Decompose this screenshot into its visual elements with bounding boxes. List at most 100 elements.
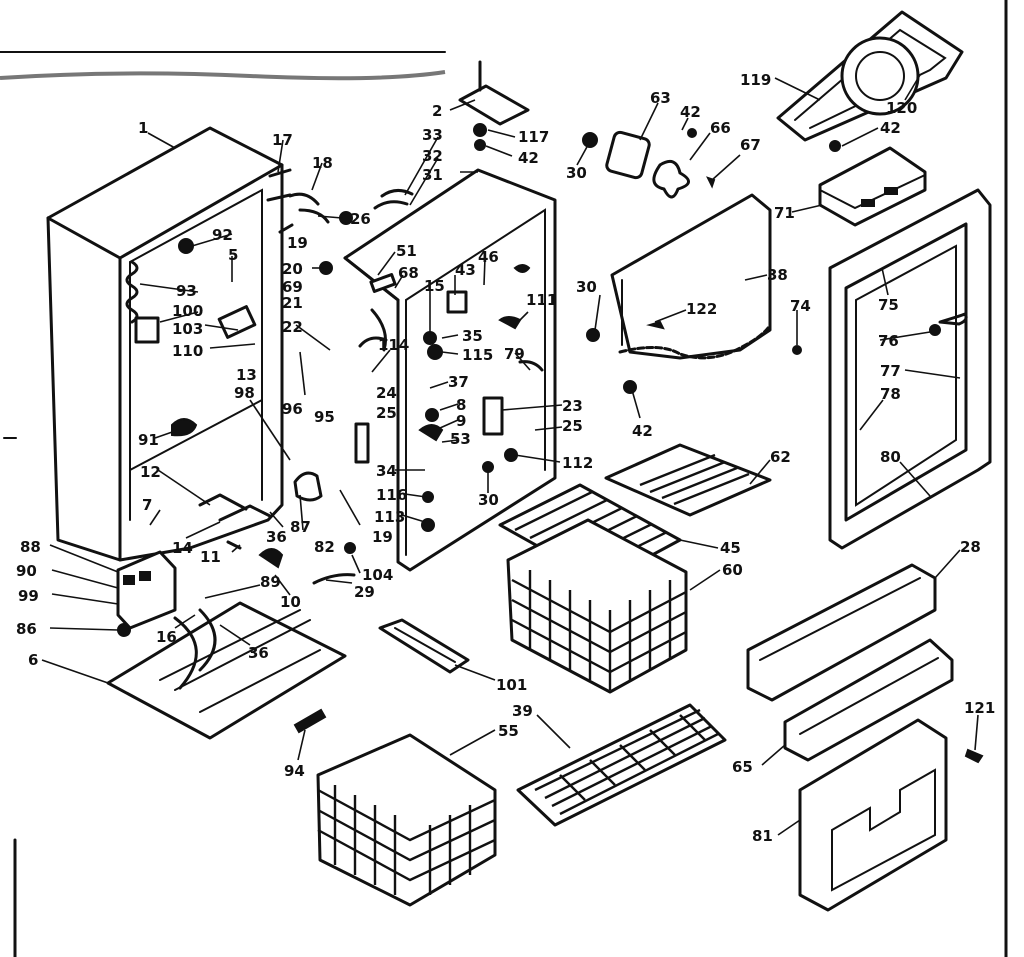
label-18: 18: [312, 154, 333, 172]
label-15: 15: [424, 277, 445, 295]
rail-101: [378, 618, 470, 674]
label-81: 81: [752, 827, 773, 845]
label-71: 71: [774, 204, 795, 222]
label-23: 23: [562, 397, 583, 415]
label-24: 24: [376, 384, 397, 402]
label-92: 92: [212, 226, 233, 244]
label-79: 79: [504, 345, 525, 363]
label-42d: 42: [880, 119, 901, 137]
label-80: 80: [880, 448, 901, 466]
label-99: 99: [18, 587, 39, 605]
label-16: 16: [156, 628, 177, 646]
top-parts: [278, 60, 716, 234]
label-89: 89: [260, 573, 281, 591]
label-90: 90: [16, 562, 37, 580]
shelf-basket-upper: [498, 443, 772, 694]
label-35: 35: [462, 327, 483, 345]
leader-lines: [41, 74, 979, 836]
label-98: 98: [234, 384, 255, 402]
label-78: 78: [880, 385, 901, 403]
label-19b: 19: [372, 528, 393, 546]
label-36a: 36: [266, 528, 287, 546]
label-20: 20: [282, 260, 303, 278]
label-117: 117: [518, 128, 549, 146]
label-87: 87: [290, 518, 311, 536]
label-7: 7: [142, 496, 152, 514]
label-77: 77: [880, 362, 901, 380]
label-25a: 25: [376, 404, 397, 422]
label-34: 34: [376, 462, 397, 480]
label-53: 53: [450, 430, 471, 448]
label-43: 43: [455, 261, 476, 279]
evaporator-cover: [776, 10, 964, 227]
label-68: 68: [398, 264, 419, 282]
label-45: 45: [720, 539, 741, 557]
part-labels: 1 17 18 19 26 92 5 93 100 103 110 20 69 …: [16, 71, 995, 845]
label-42b: 42: [680, 103, 701, 121]
label-30b: 30: [566, 164, 587, 182]
label-88: 88: [20, 538, 41, 556]
label-30c: 30: [576, 278, 597, 296]
label-104: 104: [362, 566, 393, 584]
label-55: 55: [498, 722, 519, 740]
label-28: 28: [960, 538, 981, 556]
label-46: 46: [478, 248, 499, 266]
label-116: 116: [376, 486, 407, 504]
label-74: 74: [790, 297, 811, 315]
label-32: 32: [422, 147, 443, 165]
label-63: 63: [650, 89, 671, 107]
compressor-area: [106, 471, 356, 740]
label-2: 2: [432, 102, 442, 120]
label-100: 100: [172, 302, 203, 320]
label-14: 14: [172, 539, 193, 557]
label-33: 33: [422, 126, 443, 144]
label-25b: 25: [562, 417, 583, 435]
label-12: 12: [140, 463, 161, 481]
label-42a: 42: [518, 149, 539, 167]
label-21: 21: [282, 294, 303, 312]
shelf-39: [516, 703, 727, 827]
label-42c: 42: [632, 422, 653, 440]
label-82: 82: [314, 538, 335, 556]
label-121: 121: [964, 699, 995, 717]
label-96: 96: [282, 400, 303, 418]
label-76: 76: [878, 332, 899, 350]
label-112: 112: [562, 454, 593, 472]
label-94: 94: [284, 762, 305, 780]
label-60: 60: [722, 561, 743, 579]
label-103: 103: [172, 320, 203, 338]
label-110: 110: [172, 342, 203, 360]
label-38: 38: [767, 266, 788, 284]
label-101: 101: [496, 676, 527, 694]
label-62: 62: [770, 448, 791, 466]
label-115: 115: [462, 346, 493, 364]
label-8: 8: [456, 396, 466, 414]
label-67: 67: [740, 136, 761, 154]
label-9: 9: [456, 412, 466, 430]
label-31: 31: [422, 166, 443, 184]
label-114: 114: [378, 336, 409, 354]
label-39: 39: [512, 702, 533, 720]
label-93: 93: [176, 282, 197, 300]
label-5: 5: [228, 246, 238, 264]
label-29: 29: [354, 583, 375, 601]
label-122: 122: [686, 300, 717, 318]
label-66: 66: [710, 119, 731, 137]
door-frame: [828, 188, 992, 550]
panel-38: [586, 193, 802, 394]
label-91: 91: [138, 431, 159, 449]
label-26: 26: [350, 210, 371, 228]
label-75: 75: [878, 296, 899, 314]
label-11: 11: [200, 548, 221, 566]
label-120: 120: [886, 99, 917, 117]
label-119: 119: [740, 71, 771, 89]
label-10: 10: [280, 593, 301, 611]
label-65: 65: [732, 758, 753, 776]
label-37: 37: [448, 373, 469, 391]
label-86: 86: [16, 620, 37, 638]
label-113: 113: [374, 508, 405, 526]
label-36b: 36: [248, 644, 269, 662]
cabinet-liner: [319, 168, 557, 572]
